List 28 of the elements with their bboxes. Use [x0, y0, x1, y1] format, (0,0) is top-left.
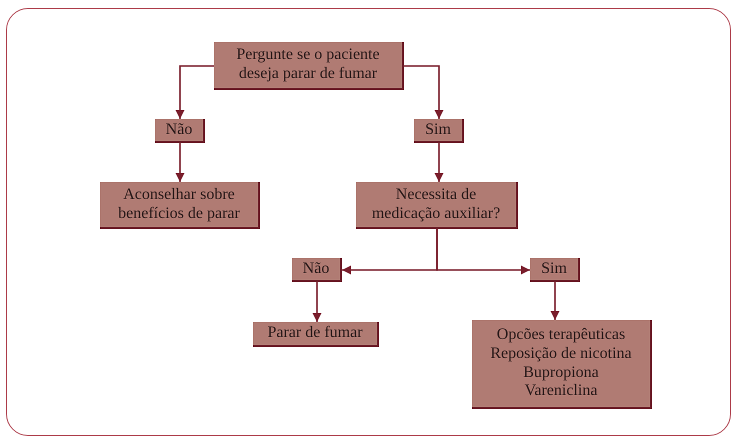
process-box: [214, 42, 404, 90]
box-text: Bupropiona: [523, 364, 599, 382]
arrow: [312, 282, 322, 322]
box-text: Sim: [541, 260, 567, 278]
process-box: [356, 182, 518, 229]
process-box: [530, 258, 580, 282]
box-text: Vareniclina: [524, 382, 598, 402]
box-text: Pergunte se o paciente deseja parar de fumar: [235, 46, 381, 84]
process-box: [292, 258, 342, 282]
arrow: [404, 65, 444, 119]
box-text: Sim: [425, 120, 451, 140]
arrow: [434, 143, 444, 182]
arrow: [436, 229, 530, 274]
box-text: Não: [166, 120, 192, 140]
process-box: [472, 320, 652, 409]
process-box: [100, 182, 260, 229]
process-box: [414, 119, 464, 143]
box-text: Não: [302, 260, 330, 278]
process-box: [253, 322, 379, 347]
box-text: Parar de fumar: [267, 324, 363, 343]
process-box: [155, 119, 205, 143]
box-text: Necessita de medicação auxiliar?: [370, 186, 502, 224]
box-text: Aconselhar sobre benefícios de parar: [117, 186, 241, 224]
box-text: Opcões terapêuticas: [496, 326, 626, 345]
box-text: Reposição de nicotina: [490, 344, 632, 364]
arrow: [550, 282, 560, 320]
arrow: [176, 65, 214, 119]
arrow: [176, 143, 184, 182]
